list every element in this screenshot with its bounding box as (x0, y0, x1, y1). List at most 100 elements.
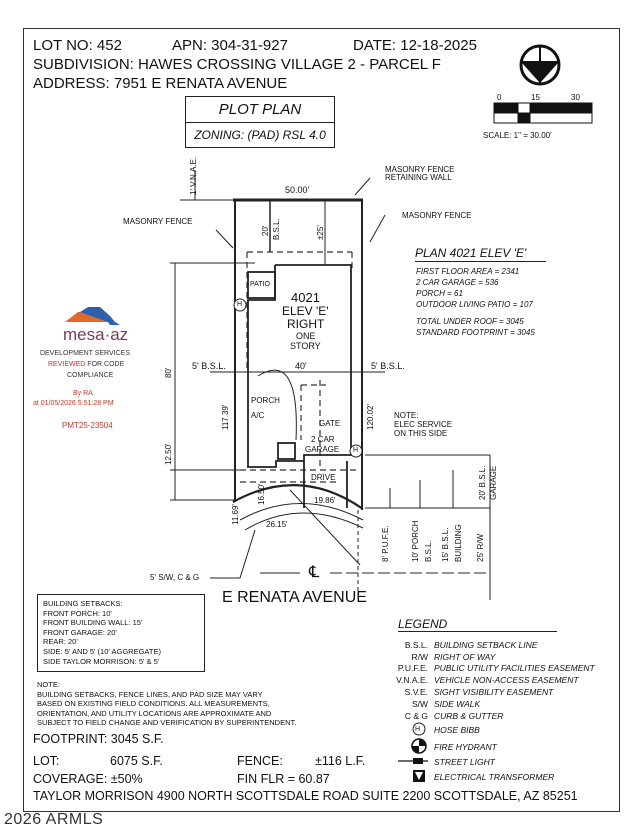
street-name: E RENATA AVENUE (222, 589, 367, 606)
drawing-frame (23, 28, 620, 812)
stamp-line2: REVIEWED FOR CODE (48, 361, 124, 368)
drive-label: DRIVE (311, 473, 336, 482)
fence-retaining-label: MASONRY FENCE (385, 165, 455, 174)
elec-note-title: NOTE: (394, 411, 419, 420)
setback-line: SIDE TAYLOR MORRISON: 5' & 5' (43, 656, 160, 666)
watermark: 2026 ARMLS (4, 811, 104, 828)
house-width: 40' (295, 361, 307, 371)
stamp-line3: COMPLIANCE (67, 372, 114, 379)
legend-value: PUBLIC UTILITY FACILITIES EASEMENT (434, 663, 595, 673)
setbacks-title: BUILDING SETBACKS: (43, 599, 123, 608)
house-orientation: RIGHT (287, 317, 325, 331)
hose-bibb-letter: H (353, 447, 359, 454)
stamp-line1: DEVELOPMENT SERVICES (40, 350, 130, 357)
side-bsl-right: 5' B.S.L. (371, 361, 405, 371)
lot-area: 6075 S.F. (110, 754, 163, 768)
date: DATE: 12-18-2025 (353, 37, 477, 54)
fire-hydrant-icon (411, 738, 427, 754)
finished-floor: FIN FLR = 60.87 (237, 772, 330, 786)
builder-address: TAYLOR MORRISON 4900 NORTH SCOTTSDALE RO… (33, 789, 578, 803)
plan-info-line: 2 CAR GARAGE = 536 (416, 278, 499, 287)
stamp-reviewed: REVIEWED (48, 361, 86, 368)
fence-retaining-label-2: RETAINING WALL (385, 173, 452, 182)
house-story: STORY (290, 341, 321, 351)
legend-key: B.S.L. (404, 640, 428, 650)
side-bsl-left: 5' B.S.L. (192, 361, 226, 371)
hose-bibb-icon (412, 722, 426, 736)
setbacks-box: BUILDING SETBACKS: FRONT PORCH: 10' FRON… (37, 594, 205, 672)
legend-key: V.N.A.E. (396, 675, 428, 685)
legend-value: SIDE WALK (434, 699, 481, 709)
note-line: BASED ON EXISTING FIELD CONDITIONS. ALL … (37, 699, 270, 708)
setback-line: SIDE: 5' AND 5' (10' AGGREGATE) (43, 646, 161, 656)
elec-note-1: ELEC SERVICE (394, 420, 453, 429)
title-block: PLOT PLAN ZONING: (PAD) RSL 4.0 (185, 96, 335, 148)
house-plan: 4021 (291, 290, 320, 305)
garage-label-1: 2 CAR (311, 435, 335, 444)
hose-bibb-icon (349, 444, 363, 458)
house-outline (232, 264, 364, 600)
setback-line: FRONT PORCH: 10' (43, 608, 112, 618)
legend-symbol-label: HOSE BIBB (434, 725, 480, 735)
stamp-by: By RA (73, 390, 93, 397)
porch-label: PORCH (251, 396, 280, 405)
legend-value: CURB & GUTTER (434, 711, 504, 721)
lot-label: LOT: (33, 754, 60, 768)
plan-info-total: TOTAL UNDER ROOF = 3045 (416, 317, 524, 326)
plan-info-line: FIRST FLOOR AREA = 2341 (416, 267, 520, 276)
zoning: ZONING: (PAD) RSL 4.0 (194, 128, 326, 142)
scale-tick-30: 30 (571, 93, 580, 102)
ac-label: A/C (251, 411, 265, 420)
legend-key: P.U.F.E. (397, 663, 428, 673)
plan-info-footprint: STANDARD FOOTPRINT = 3045 (416, 328, 535, 337)
note-line: SUBJECT TO FIELD CHANGE AND VERIFICATION… (37, 718, 297, 727)
scale-bar (493, 102, 593, 124)
house-elev: ELEV 'E' (282, 304, 329, 318)
legend-value: SIGHT VISIBILITY EASEMENT (434, 687, 554, 697)
legend-value: VEHICLE NON-ACCESS EASEMENT (434, 675, 579, 685)
street-light-icon (398, 758, 428, 764)
hose-bibb-icon (233, 298, 247, 312)
drive-width: 19.86' (314, 496, 336, 505)
sidewalk-label: 5' S/W, C & G (150, 573, 200, 582)
house-one: ONE (296, 331, 316, 341)
legend-symbol-label: STREET LIGHT (434, 757, 495, 767)
scale-tick-0: 0 (497, 93, 502, 102)
note-line: ORIENTATION, AND UTILITY LOCATIONS ARE A… (37, 708, 272, 718)
centerline-icon: ℄ (309, 564, 320, 581)
hose-bibb-letter: H (415, 726, 421, 733)
legend-symbol-label: FIRE HYDRANT (434, 742, 497, 752)
coverage: COVERAGE: ±50% (33, 772, 143, 786)
fence-right-label: MASONRY FENCE (402, 211, 472, 220)
address: ADDRESS: 7951 E RENATA AVENUE (33, 75, 288, 92)
fence-length: ±116 L.F. (315, 754, 366, 768)
plan-info-line: PORCH = 61 (416, 289, 463, 298)
plan-info-title: PLAN 4021 ELEV 'E' (415, 247, 547, 262)
lot-width: 50.00' (285, 185, 310, 195)
patio-label: PATIO (250, 281, 270, 288)
arc-length: 26.15' (266, 520, 288, 529)
setback-line: FRONT BUILDING WALL: 15' (43, 618, 143, 628)
stamp-for-code: FOR CODE (87, 361, 125, 368)
dimension-lines (170, 170, 491, 600)
legend-value: RIGHT OF WAY (434, 652, 496, 662)
legend-value: BUILDING SETBACK LINE (434, 640, 538, 650)
legend-title: LEGEND (398, 618, 558, 632)
elec-note-2: ON THIS SIDE (394, 429, 448, 438)
note-line: BUILDING SETBACKS, FENCE LINES, AND PAD … (37, 689, 263, 699)
note-block: NOTE: BUILDING SETBACKS, FENCE LINES, AN… (37, 680, 296, 728)
note-title: NOTE: (37, 680, 60, 689)
subdivision: SUBDIVISION: HAWES CROSSING VILLAGE 2 - … (33, 56, 441, 73)
legend-key: R/W (411, 652, 428, 662)
gate-label: GATE (319, 419, 341, 428)
garage-label-2: GARAGE (305, 445, 340, 454)
fence-left-label: MASONRY FENCE (123, 217, 193, 226)
apn: APN: 304-31-927 (172, 37, 288, 54)
plot-plan-title: PLOT PLAN (218, 101, 302, 118)
lot-number: LOT NO: 452 (33, 37, 122, 54)
legend-key: C & G (404, 711, 428, 721)
legend-symbol-label: ELECTRICAL TRANSFORMER (434, 772, 555, 782)
footprint: FOOTPRINT: 3045 S.F. (33, 732, 164, 746)
